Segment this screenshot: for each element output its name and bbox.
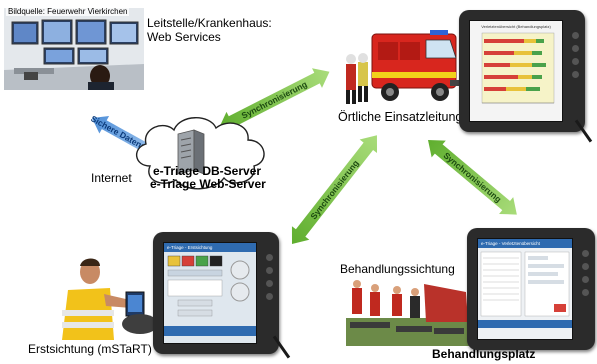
casualty-overview-chart bbox=[481, 32, 555, 104]
tablet-treatment-screen: e-Triage - Verletztenübersicht bbox=[477, 238, 573, 340]
control-center-photo bbox=[4, 8, 144, 90]
control-center-label-line1: Leitstelle/Krankenhaus: bbox=[147, 16, 272, 30]
tablet-first-screen: e-Triage - Erstsichtung bbox=[163, 242, 257, 344]
sync-arrow-command-treatment: Synchronisierung bbox=[428, 140, 517, 215]
treatment-area-label: Behandlungsplatz bbox=[432, 347, 536, 361]
local-command-label: Örtliche Einsatzleitung bbox=[338, 110, 463, 124]
first-screening-ui bbox=[164, 255, 256, 336]
paramedic-photo bbox=[48, 254, 158, 340]
photo-credit: Bildquelle: Feuerwehr Vierkirchen bbox=[6, 7, 130, 16]
first-screening-label: Erstsichtung (mSTaRT) bbox=[28, 342, 152, 356]
tablet-icon: e-Triage - Erstsichtung bbox=[153, 232, 279, 354]
server-label-line2: e-Triage Web-Server bbox=[150, 177, 266, 191]
tablet-command-screen: Verletztenübersicht (Behandlungsplatz) bbox=[469, 20, 563, 122]
sync-label-command-treatment: Synchronisierung bbox=[442, 150, 504, 204]
chart-panel-title: Verletztenübersicht (Behandlungsplatz) bbox=[481, 24, 551, 29]
control-center-label-line2: Web Services bbox=[147, 30, 221, 44]
tablet-first-title: e-Triage - Erstsichtung bbox=[164, 243, 256, 252]
fire-truck-icon bbox=[346, 30, 460, 104]
treatment-area-photo bbox=[346, 278, 472, 346]
cloud-icon bbox=[136, 117, 265, 190]
internet-label: Internet bbox=[91, 171, 132, 185]
server-label-line1: e-Triage DB-Server bbox=[153, 164, 262, 178]
treatment-screening-label: Behandlungssichtung bbox=[340, 262, 455, 276]
tablet-treatment-title: e-Triage - Verletztenübersicht bbox=[478, 239, 572, 248]
workstation-icon bbox=[4, 8, 144, 90]
sync-label-first-command: Synchronisierung bbox=[308, 158, 360, 221]
tablet-icon: e-Triage - Verletztenübersicht bbox=[467, 228, 595, 350]
server-icon bbox=[177, 129, 205, 175]
treatment-ui bbox=[478, 251, 572, 328]
tablet-icon: Verletztenübersicht (Behandlungsplatz) bbox=[459, 10, 585, 132]
sync-arrow-first-command: Synchronisierung bbox=[291, 135, 378, 244]
